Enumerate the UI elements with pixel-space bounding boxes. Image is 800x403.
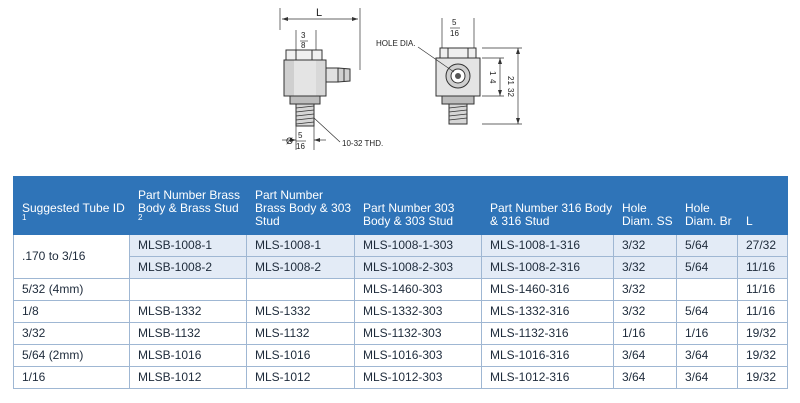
cell-316-316: MLS-1012-316 (481, 366, 614, 389)
stud-dia-num: 5 (298, 131, 303, 140)
hex-dim-num: 3 (301, 31, 306, 40)
cell-length: 19/32 (737, 322, 788, 345)
table-header-row: Suggested Tube ID 1 Part Number Brass Bo… (13, 176, 788, 235)
cell-brass-brass (129, 278, 247, 301)
cell-hole-ss: 3/32 (613, 256, 677, 279)
cell-brass-brass: MLSB-1008-2 (129, 256, 247, 279)
length-label: L (316, 7, 322, 19)
cell-hole-br: 5/64 (676, 234, 738, 257)
cell-316-316: MLS-1008-1-316 (481, 234, 614, 257)
cell-length: 11/16 (737, 278, 788, 301)
cell-tube-id: 5/32 (4mm) (13, 278, 130, 301)
cell-brass-303: MLS-1332 (246, 300, 355, 323)
height-dim-2-den: 32 (506, 88, 515, 97)
cell-tube-id: .170 to 3/16 (13, 234, 130, 279)
parts-table: Suggested Tube ID 1 Part Number Brass Bo… (13, 176, 788, 389)
stud-dia-den: 16 (296, 142, 305, 151)
cell-tube-id: 1/8 (13, 300, 130, 323)
cell-brass-brass: MLSB-1016 (129, 344, 247, 367)
cell-hole-ss: 3/32 (613, 278, 677, 301)
cell-tube-id: 3/32 (13, 322, 130, 345)
cell-303-303: MLS-1008-1-303 (354, 234, 482, 257)
cell-hole-ss: 3/32 (613, 234, 677, 257)
header-brass-brass: Part Number Brass Body & Brass Stud 2 (129, 176, 247, 235)
cell-length: 27/32 (737, 234, 788, 257)
cell-303-303: MLS-1012-303 (354, 366, 482, 389)
cell-hole-ss: 3/64 (613, 344, 677, 367)
cell-hole-br: 3/64 (676, 344, 738, 367)
cell-316-316: MLS-1016-316 (481, 344, 614, 367)
cell-hole-br: 1/16 (676, 322, 738, 345)
header-length: L (737, 176, 788, 235)
cell-tube-id: 1/16 (13, 366, 130, 389)
cell-brass-303: MLS-1012 (246, 366, 355, 389)
cell-303-303: MLS-1132-303 (354, 322, 482, 345)
height-dim-1-den: 4 (488, 79, 497, 84)
cell-hole-ss: 1/16 (613, 322, 677, 345)
cell-hole-br: 3/64 (676, 366, 738, 389)
cell-brass-brass: MLSB-1008-1 (129, 234, 247, 257)
cell-tube-id: 5/64 (2mm) (13, 344, 130, 367)
cell-316-316: MLS-1460-316 (481, 278, 614, 301)
cell-length: 19/32 (737, 344, 788, 367)
cell-hole-ss: 3/64 (613, 366, 677, 389)
thread-label: 10-32 THD. (342, 139, 383, 148)
cell-303-303: MLS-1008-2-303 (354, 256, 482, 279)
cell-316-316: MLS-1332-316 (481, 300, 614, 323)
cell-brass-303: MLS-1008-2 (246, 256, 355, 279)
cell-brass-brass: MLSB-1012 (129, 366, 247, 389)
cell-316-316: MLS-1008-2-316 (481, 256, 614, 279)
cell-316-316: MLS-1132-316 (481, 322, 614, 345)
header-brass-303: Part Number Brass Body & 303 Stud (246, 176, 355, 235)
header-tube-id: Suggested Tube ID 1 (13, 176, 130, 235)
cell-brass-303: MLS-1008-1 (246, 234, 355, 257)
hole-dia-label: HOLE DIA. (376, 39, 416, 48)
cell-303-303: MLS-1016-303 (354, 344, 482, 367)
cell-303-303: MLS-1332-303 (354, 300, 482, 323)
cell-brass-brass: MLSB-1132 (129, 322, 247, 345)
header-hole-br: Hole Diam. Br (676, 176, 738, 235)
cell-hole-br: 5/64 (676, 300, 738, 323)
header-303-303: Part Number 303 Body & 303 Stud (354, 176, 482, 235)
cell-hole-ss: 3/32 (613, 300, 677, 323)
stud-dia-symbol: Ø (286, 136, 293, 146)
width-dim-den: 16 (450, 29, 459, 38)
height-dim-2: 21 (506, 76, 515, 85)
hex-dim-den: 8 (301, 41, 306, 50)
height-dim-1: 1 (488, 71, 497, 76)
cell-length: 19/32 (737, 366, 788, 389)
front-view (417, 18, 522, 125)
cell-brass-303: MLS-1016 (246, 344, 355, 367)
side-view (279, 8, 361, 150)
header-316-316: Part Number 316 Body & 316 Stud (481, 176, 614, 235)
cell-brass-303 (246, 278, 355, 301)
cell-length: 11/16 (737, 256, 788, 279)
cell-303-303: MLS-1460-303 (354, 278, 482, 301)
technical-drawing: L 3 8 Ø 5 16 10-32 THD. (0, 0, 800, 172)
cell-brass-303: MLS-1132 (246, 322, 355, 345)
header-hole-ss: Hole Diam. SS (613, 176, 677, 235)
cell-hole-br: 5/64 (676, 256, 738, 279)
cell-hole-br (676, 278, 738, 301)
cell-brass-brass: MLSB-1332 (129, 300, 247, 323)
cell-length: 11/16 (737, 300, 788, 323)
width-dim-num: 5 (452, 18, 457, 27)
